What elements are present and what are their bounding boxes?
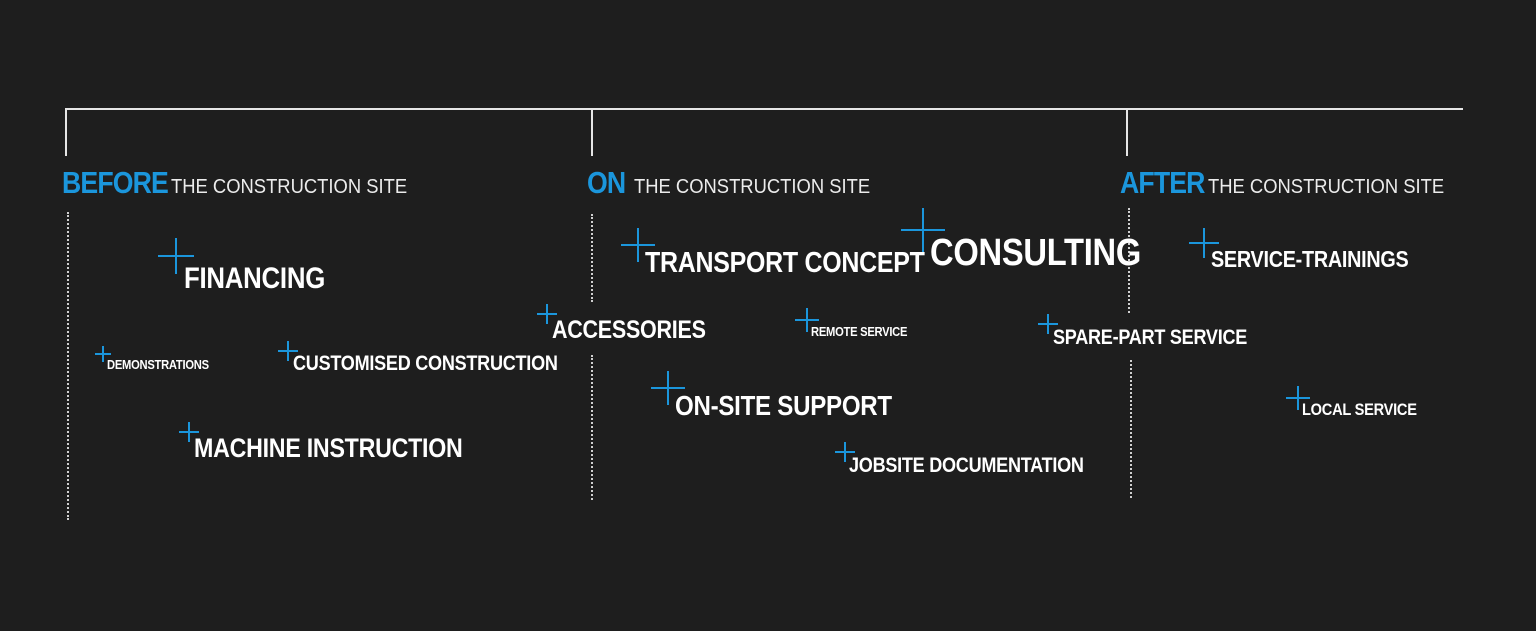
timeline-tick-before	[65, 108, 67, 156]
plus-icon	[835, 442, 855, 462]
plus-icon	[537, 304, 557, 324]
phase-on-heading: ON THE CONSTRUCTION SITE	[587, 167, 890, 198]
phase-rest: THE CONSTRUCTION SITE	[171, 176, 408, 198]
plus-icon	[1189, 228, 1219, 258]
dotted-divider-before	[67, 212, 69, 520]
dotted-divider-after-lower	[1130, 360, 1132, 498]
dotted-divider-after-upper	[1128, 208, 1130, 313]
plus-icon	[621, 228, 655, 262]
dotted-divider-on-lower	[591, 355, 593, 500]
dotted-divider-on-upper	[591, 214, 593, 302]
plus-icon	[278, 341, 298, 361]
phase-rest: THE CONSTRUCTION SITE	[633, 176, 870, 198]
plus-icon	[95, 346, 111, 362]
plus-icon	[651, 371, 685, 405]
plus-icon	[901, 208, 945, 252]
timeline-tick-after	[1126, 108, 1128, 156]
plus-icon	[1038, 314, 1058, 334]
phase-rest: THE CONSTRUCTION SITE	[1208, 176, 1445, 198]
plus-icon	[1286, 386, 1310, 410]
timeline-tick-on	[591, 108, 593, 156]
phase-key: BEFORE	[62, 165, 169, 200]
phase-key: AFTER	[1120, 165, 1205, 200]
plus-icon	[158, 238, 194, 274]
phase-key: ON	[587, 165, 626, 200]
timeline-line	[65, 108, 1463, 110]
plus-icon	[179, 422, 199, 442]
plus-icon	[795, 308, 819, 332]
